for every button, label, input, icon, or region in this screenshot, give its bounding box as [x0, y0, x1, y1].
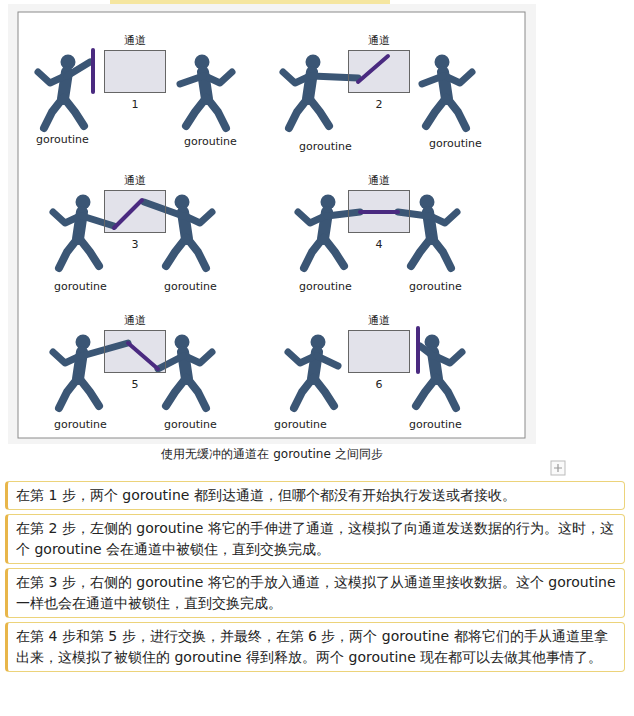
channel-outline — [104, 50, 166, 93]
figure-arm — [422, 76, 443, 84]
data-stick — [91, 50, 95, 92]
goroutine-label: goroutine — [299, 280, 352, 293]
goroutine-label: goroutine — [409, 418, 462, 431]
goroutine-figure — [298, 195, 344, 269]
goroutine-label: goroutine — [36, 133, 89, 146]
figure-arm — [180, 76, 203, 84]
note-box: 在第 2 步，左侧的 goroutine 将它的手伸进了通道，这模拟了向通道发送… — [5, 514, 625, 564]
plus-icon — [551, 461, 565, 475]
channel-fill — [348, 330, 410, 373]
figure-arm — [398, 212, 428, 216]
figure-frame — [18, 12, 525, 438]
channel-heading: 通道 — [104, 173, 166, 188]
goroutine-figure — [416, 335, 462, 409]
channel-box: 通道 5 — [104, 313, 166, 392]
figure-arm — [327, 212, 360, 216]
figure-arm — [144, 202, 183, 216]
goroutine-figure — [53, 195, 99, 269]
goroutine-figure — [166, 335, 212, 409]
channel-fill — [104, 330, 166, 373]
goroutine-figure — [166, 195, 212, 269]
channel-fill — [348, 50, 410, 93]
figure-caption: 使用无缓冲的通道在 goroutine 之间同步 — [0, 446, 544, 462]
data-stick — [114, 200, 142, 228]
note-box: 在第 4 步和第 5 步，进行交换，并最终，在第 6 步，两个 goroutin… — [5, 622, 625, 672]
step-number: 6 — [348, 378, 410, 392]
figure-arm — [82, 216, 114, 226]
note-text: 在第 2 步，左侧的 goroutine 将它的手伸进了通道，这模拟了向通道发送… — [16, 520, 614, 557]
goroutine-figure — [426, 55, 472, 129]
figure-arm — [420, 346, 433, 356]
goroutine-label: goroutine — [54, 418, 107, 431]
channel-heading: 通道 — [348, 313, 410, 328]
figure-arm — [82, 343, 128, 356]
goroutine-figure — [411, 195, 457, 269]
channel-box: 通道 6 — [348, 313, 410, 392]
channel-fill — [104, 50, 166, 93]
channel-outline — [348, 330, 410, 373]
data-stick — [416, 328, 420, 372]
goroutine-label: goroutine — [409, 280, 462, 293]
goroutine-figure — [288, 335, 334, 409]
note-box: 在第 1 步，两个 goroutine 都到达通道，但哪个都没有开始执行发送或者… — [5, 481, 625, 510]
channel-outline — [348, 50, 410, 93]
channel-heading: 通道 — [104, 313, 166, 328]
goroutine-figure — [53, 335, 99, 409]
data-stick — [360, 210, 398, 214]
goroutine-figure — [38, 55, 84, 129]
image-ground — [8, 4, 536, 444]
channel-outline — [104, 330, 166, 373]
channel-box: 通道 2 — [348, 33, 410, 112]
data-stick — [358, 56, 388, 82]
channel-outline — [348, 190, 410, 233]
note-text: 在第 3 步，右侧的 goroutine 将它的手放入通道，这模拟了从通道里接收… — [16, 574, 616, 611]
goroutine-label: goroutine — [184, 135, 237, 148]
goroutine-label: goroutine — [54, 280, 107, 293]
step-number: 1 — [104, 98, 166, 112]
note-text: 在第 4 步和第 5 步，进行交换，并最终，在第 6 步，两个 goroutin… — [16, 628, 608, 665]
goroutine-label: goroutine — [164, 418, 217, 431]
goroutine-figure — [283, 55, 329, 129]
figure-arm — [312, 76, 358, 78]
step-number: 3 — [104, 238, 166, 252]
channel-box: 通道 4 — [348, 173, 410, 252]
channel-box: 通道 1 — [104, 33, 166, 112]
goroutine-label: goroutine — [164, 280, 217, 293]
goroutine-label: goroutine — [429, 137, 482, 150]
step-number: 2 — [348, 98, 410, 112]
figure-arm — [317, 356, 338, 366]
data-stick — [128, 343, 158, 369]
step-number: 5 — [104, 378, 166, 392]
channel-heading: 通道 — [348, 173, 410, 188]
note-text: 在第 1 步，两个 goroutine 都到达通道，但哪个都没有开始执行发送或者… — [16, 487, 516, 503]
goroutine-label: goroutine — [299, 140, 352, 153]
figure-arm — [158, 356, 183, 369]
goroutine-figure — [186, 55, 232, 129]
note-box: 在第 3 步，右侧的 goroutine 将它的手放入通道，这模拟了从通道里接收… — [5, 568, 625, 618]
channel-fill — [104, 190, 166, 233]
plus-icon — [554, 464, 562, 472]
channel-heading: 通道 — [348, 33, 410, 48]
channel-heading: 通道 — [104, 33, 166, 48]
highlight-strip — [110, 0, 390, 4]
step-number: 4 — [348, 238, 410, 252]
figure-arm — [67, 62, 90, 76]
goroutine-label: goroutine — [274, 418, 327, 431]
channel-outline — [104, 190, 166, 233]
channel-box: 通道 3 — [104, 173, 166, 252]
